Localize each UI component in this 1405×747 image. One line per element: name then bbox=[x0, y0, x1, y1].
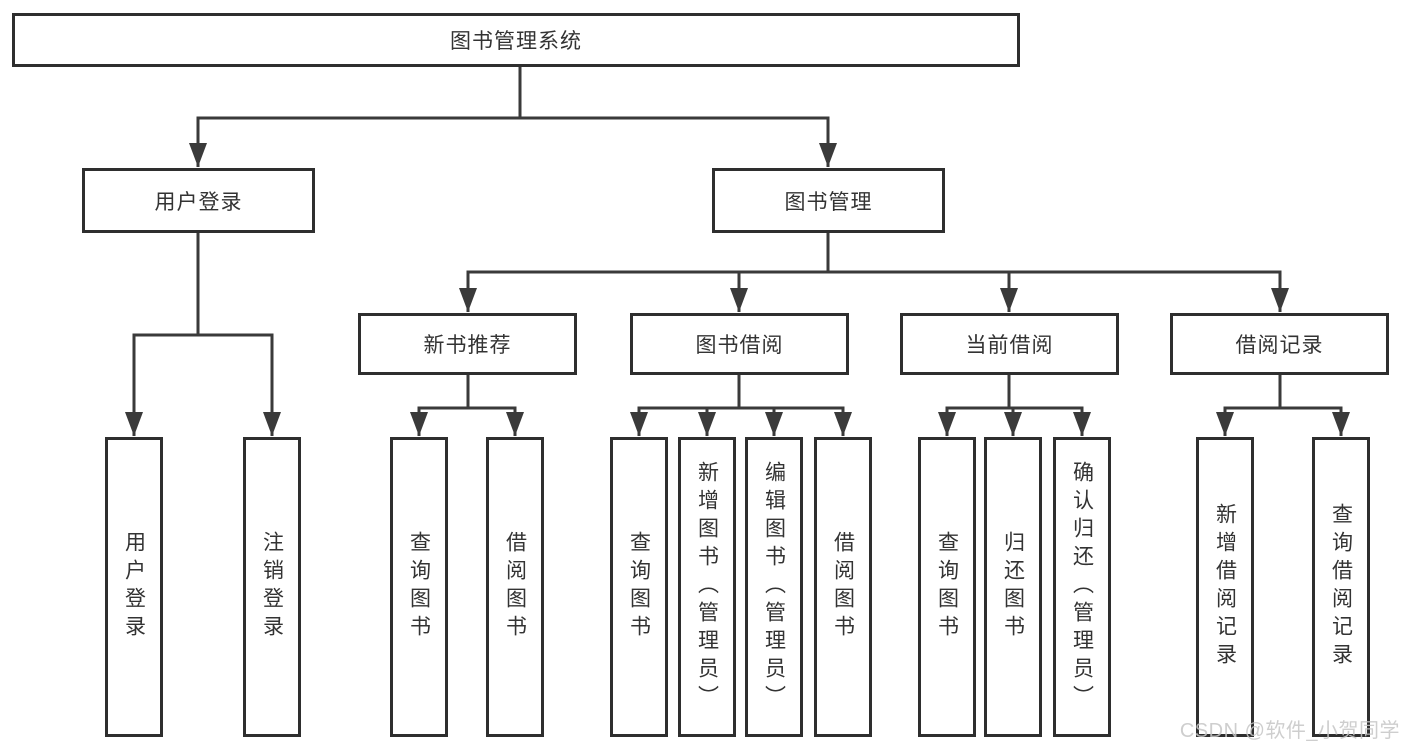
node-book-management: 图书管理 bbox=[712, 168, 945, 233]
leaf-confirm-return-admin: 确认归还（管理员） bbox=[1053, 437, 1111, 737]
leaf-query-borrow-record: 查询借阅记录 bbox=[1312, 437, 1370, 737]
node-label: 用户登录 bbox=[154, 190, 243, 214]
node-library-management-system: 图书管理系统 bbox=[12, 13, 1020, 67]
leaf-label: 归还图书 bbox=[1001, 531, 1025, 643]
node-label: 图书借阅 bbox=[695, 334, 784, 357]
leaf-logout: 注销登录 bbox=[243, 437, 301, 737]
leaf-label: 新增图书（管理员） bbox=[695, 461, 719, 713]
node-label: 当前借阅 bbox=[965, 334, 1054, 357]
node-label: 新书推荐 bbox=[423, 334, 512, 357]
leaf-label: 查询图书 bbox=[935, 531, 959, 643]
leaf-user-login: 用户登录 bbox=[105, 437, 163, 737]
leaf-label: 新增借阅记录 bbox=[1213, 503, 1237, 671]
leaf-label: 查询图书 bbox=[407, 531, 431, 643]
leaf-label: 查询图书 bbox=[627, 531, 651, 643]
node-borrowing-records: 借阅记录 bbox=[1170, 313, 1389, 375]
leaf-query-books-current: 查询图书 bbox=[918, 437, 976, 737]
leaf-borrow-books: 借阅图书 bbox=[814, 437, 872, 737]
node-current-borrowing: 当前借阅 bbox=[900, 313, 1119, 375]
node-label: 图书管理系统 bbox=[450, 30, 582, 53]
leaf-label: 借阅图书 bbox=[503, 531, 527, 643]
leaf-label: 注销登录 bbox=[260, 531, 284, 643]
leaf-label: 用户登录 bbox=[122, 531, 146, 643]
node-label: 借阅记录 bbox=[1235, 334, 1324, 357]
node-new-book-recommendation: 新书推荐 bbox=[358, 313, 577, 375]
leaf-edit-book-admin: 编辑图书（管理员） bbox=[745, 437, 803, 737]
node-label: 图书管理 bbox=[784, 190, 873, 214]
leaf-add-book-admin: 新增图书（管理员） bbox=[678, 437, 736, 737]
leaf-label: 查询借阅记录 bbox=[1329, 503, 1353, 671]
leaf-label: 借阅图书 bbox=[831, 531, 855, 643]
leaf-label: 编辑图书（管理员） bbox=[762, 461, 786, 713]
leaf-query-books-recommend: 查询图书 bbox=[390, 437, 448, 737]
leaf-add-borrow-record: 新增借阅记录 bbox=[1196, 437, 1254, 737]
csdn-watermark: CSDN @软件_小贺同学 bbox=[1179, 720, 1400, 742]
leaf-query-books-borrowing: 查询图书 bbox=[610, 437, 668, 737]
node-user-login: 用户登录 bbox=[82, 168, 315, 233]
leaf-return-book: 归还图书 bbox=[984, 437, 1042, 737]
leaf-borrow-books-recommend: 借阅图书 bbox=[486, 437, 544, 737]
node-book-borrowing: 图书借阅 bbox=[630, 313, 849, 375]
leaf-label: 确认归还（管理员） bbox=[1070, 461, 1094, 713]
